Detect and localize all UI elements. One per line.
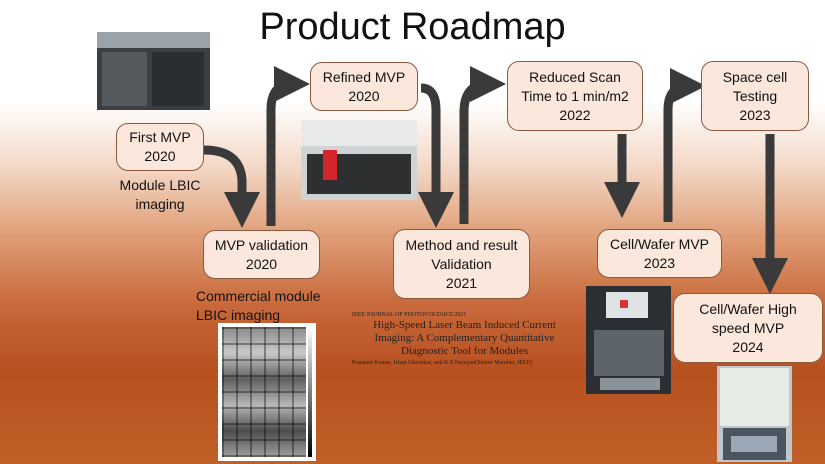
paper-citation: IEEE JOURNAL OF PHOTOVOLTAICS 2021 High-… [352, 312, 577, 366]
step-label: Method and result Validation [405, 236, 518, 272]
arrow-6-to-7 [663, 68, 706, 222]
page-title: Product Roadmap [259, 6, 566, 48]
step-year: 2020 [144, 148, 176, 164]
caption-commercial-module: Commercial module LBIC imaging [196, 288, 321, 323]
step-space-cell-testing: Space cell Testing 2023 [701, 61, 809, 131]
step-refined-mvp: Refined MVP 2020 [310, 62, 418, 111]
step-year: 2021 [445, 274, 478, 291]
step-method-validation: Method and result Validation 2021 [393, 229, 530, 299]
paper-authors: Prashant Kumar, Ishan Ghosekar, and K S … [352, 360, 533, 366]
caption-module-lbic: Module LBIC imaging [119, 177, 201, 212]
step-mvp-validation: MVP validation 2020 [203, 230, 320, 279]
step-high-speed-mvp: Cell/Wafer High speed MVP 2024 [673, 293, 823, 363]
refined-mvp-photo [301, 120, 417, 200]
step-year: 2022 [559, 106, 591, 123]
step-cell-wafer-mvp: Cell/Wafer MVP 2023 [597, 229, 722, 278]
step-label: Refined MVP [322, 68, 406, 85]
step-label: Reduced Scan Time to 1 min/m2 [521, 68, 629, 104]
high-speed-setup-photo [717, 366, 792, 462]
step-label: MVP validation [214, 236, 309, 253]
paper-journal: IEEE JOURNAL OF PHOTOVOLTAICS 2021 [352, 312, 467, 318]
arrow-3-to-4 [418, 83, 454, 228]
step-year: 2023 [643, 254, 676, 271]
step-label: Cell/Wafer High speed MVP [699, 300, 797, 336]
step-label: First MVP [129, 129, 191, 145]
step-label: Cell/Wafer MVP [609, 235, 710, 252]
step-reduced-scan: Reduced Scan Time to 1 min/m2 2022 [507, 61, 643, 131]
step-year: 2020 [245, 255, 278, 272]
step-year: 2023 [739, 106, 771, 123]
commercial-module-scan-image [218, 323, 316, 461]
step-label: Space cell Testing [722, 68, 788, 104]
cell-wafer-setup-photo [586, 286, 671, 394]
arrow-1-to-2 [203, 145, 260, 228]
step-first-mvp: First MVP 2020 [116, 123, 204, 171]
lbic-machine-photo [97, 32, 210, 110]
arrow-4-to-5 [459, 66, 506, 224]
paper-title: High-Speed Laser Beam Induced Current Im… [373, 319, 556, 357]
step-year: 2020 [348, 87, 380, 104]
step-year: 2024 [732, 338, 764, 355]
arrow-2-to-3 [266, 66, 310, 226]
